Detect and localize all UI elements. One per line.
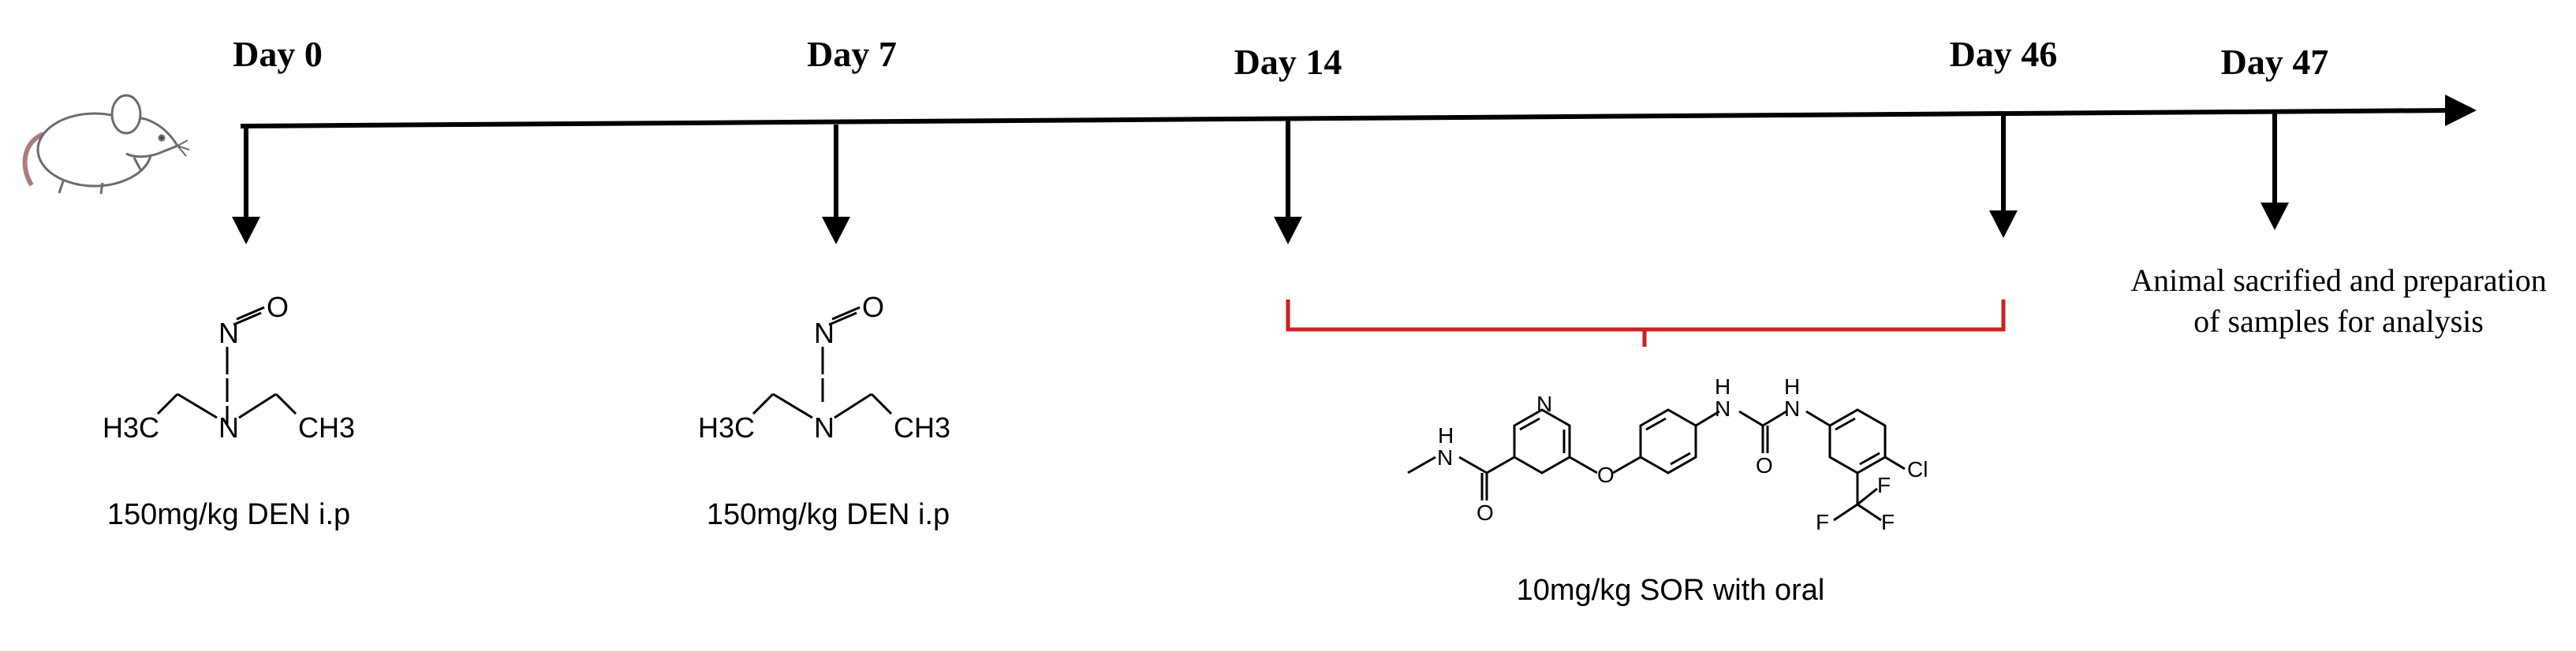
sor-atom-f-3: F — [1877, 473, 1891, 497]
sor-atom-n-pyridine: N — [1536, 392, 1552, 416]
den1-atom-o: O — [267, 291, 289, 323]
treatment-bracket — [1286, 299, 2006, 347]
sor-atom-h-urea-2: H — [1784, 374, 1800, 399]
sor-atom-n-urea-2: N — [1784, 396, 1800, 421]
den1-atom-h3c: H3C — [103, 411, 159, 444]
sor-atom-f-1: F — [1816, 510, 1829, 534]
den1-atom-n-center: N — [218, 411, 239, 444]
den2-atom-ch3: CH3 — [894, 411, 950, 444]
day-7-label: Day 7 — [807, 34, 897, 74]
den1-atom-ch3: CH3 — [298, 411, 355, 444]
sor-atom-o-urea: O — [1756, 453, 1773, 478]
den-dose-2-caption: 150mg/kg DEN i.p — [706, 498, 950, 531]
den-dose-1-caption: 150mg/kg DEN i.p — [106, 498, 351, 531]
den2-atom-n-center: N — [814, 411, 834, 444]
den2-atom-n-top: N — [814, 317, 834, 349]
den2-atom-h3c: H3C — [698, 411, 755, 444]
timeline-arrowhead — [2445, 95, 2477, 126]
sor-atom-cl: Cl — [1907, 457, 1928, 482]
endpoint-note: Animal sacrified and preparation of samp… — [2130, 262, 2547, 339]
day-0-label: Day 0 — [233, 34, 323, 74]
sor-dose-caption: 10mg/kg SOR with oral — [1516, 574, 1825, 607]
sor-atom-f-2: F — [1881, 510, 1895, 534]
day-47-arrow — [2261, 112, 2289, 230]
sor-atom-o-ether: O — [1597, 463, 1615, 487]
sor-atom-n-urea-1: N — [1715, 396, 1730, 421]
sor-atom-h-amide: H — [1438, 423, 1454, 448]
den-structure-1 — [156, 306, 297, 426]
sorafenib-structure — [1407, 408, 1906, 522]
timeline-axis — [240, 108, 2454, 128]
sor-atom-h-urea-1: H — [1715, 374, 1730, 399]
day-46-arrow — [1989, 112, 2018, 238]
den2-atom-o: O — [862, 291, 884, 323]
day-47-label: Day 47 — [2220, 42, 2329, 82]
sor-atom-n-amide: N — [1437, 445, 1453, 470]
sor-atom-o-amide: O — [1477, 500, 1494, 525]
day-14-arrow — [1274, 120, 1302, 244]
day-0-arrow — [232, 126, 260, 244]
day-7-arrow — [822, 125, 850, 244]
den1-atom-n-top: N — [218, 317, 239, 349]
mouse-icon — [22, 94, 190, 195]
day-14-label: Day 14 — [1234, 42, 1342, 82]
den-structure-2 — [752, 306, 893, 419]
day-46-label: Day 46 — [1949, 34, 2058, 74]
